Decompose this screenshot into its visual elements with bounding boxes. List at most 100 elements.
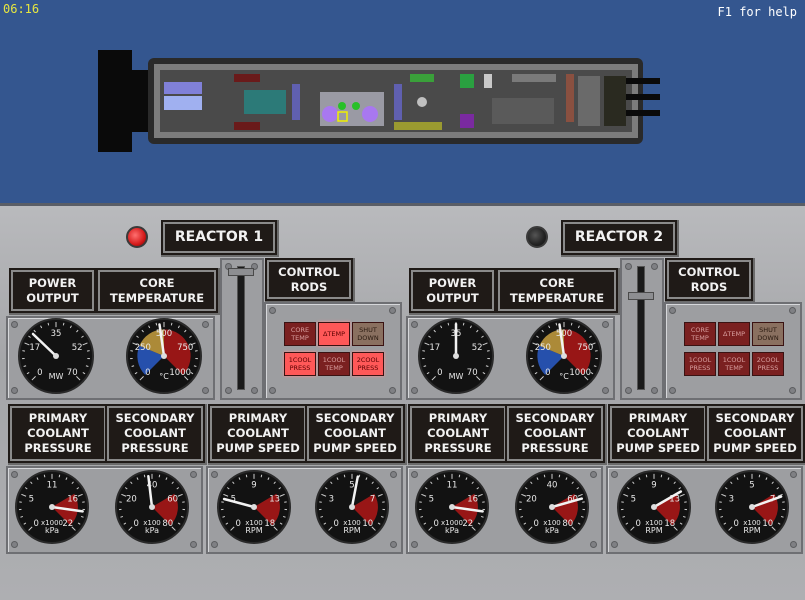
core-temperature-gauge-tick	[184, 329, 187, 333]
rivet	[625, 263, 632, 270]
secondary-coolant-pressure-gauge-tick	[565, 477, 568, 480]
rivet	[11, 541, 18, 548]
primary-coolant-pump-speed-gauge-tick	[245, 474, 248, 478]
rivet	[11, 387, 18, 394]
secondary-coolant-pressure-label-line: PRESSURE	[121, 441, 189, 455]
warning-light: 1COOL PRESS	[684, 352, 716, 376]
secondary-coolant-pressure-gauge-tick-label: 40	[147, 481, 158, 491]
rivet	[590, 541, 597, 548]
warning-light: 2COOL PRESS	[752, 352, 784, 376]
rivet	[389, 387, 396, 394]
power-output-gauge-tick	[424, 342, 430, 346]
secondary-coolant-pump-speed-gauge-tick	[776, 487, 780, 490]
reactor-status-lamp	[526, 226, 548, 248]
primary-coolant-pressure-gauge-tick	[65, 477, 68, 480]
core-temperature-gauge-needle	[158, 323, 166, 358]
primary-coolant-pump-speed-gauge-tick-label: 13	[669, 494, 680, 504]
primary-coolant-pressure-gauge-tick	[28, 526, 33, 531]
power-output-gauge-tick	[447, 322, 450, 326]
primary-coolant-pressure-gauge-tick	[30, 481, 33, 485]
primary-coolant-pump-speed-gauge-tick	[273, 526, 278, 531]
primary-coolant-pump-speed-gauge-tick	[679, 493, 685, 497]
secondary-coolant-pressure-gauge-danger-band	[152, 493, 178, 526]
primary-coolant-pressure-gauge-tick-label: 0	[34, 519, 39, 529]
primary-coolant-pump-speed-gauge-needle	[222, 497, 256, 509]
primary-coolant-pump-speed-gauge-tick	[623, 493, 629, 497]
primary-coolant-pressure-gauge-multiplier: x1000	[441, 519, 463, 527]
secondary-coolant-pump-speed-gauge-tick	[371, 481, 374, 485]
primary-coolant-pump-speed-gauge-tick	[638, 477, 641, 480]
core-temperature-gauge-tick	[532, 342, 538, 346]
primary-coolant-pressure-gauge-tick	[77, 522, 81, 525]
secondary-coolant-pump-speed-gauge-tick	[320, 515, 324, 518]
core-temperature-gauge-cold-band	[537, 345, 564, 375]
warning-light: 1COOL TEMP	[718, 352, 750, 376]
secondary-coolant-pressure-gauge-tick	[536, 477, 539, 480]
secondary-coolant-pump-speed-label-line: PUMP SPEED	[713, 441, 797, 455]
secondary-coolant-pump-speed-gauge-tick	[324, 487, 328, 490]
primary-coolant-pressure-gauge-tick-label: 11	[47, 481, 58, 491]
primary-coolant-pressure-gauge-tick-label: 5	[429, 494, 434, 504]
primary-coolant-pump-speed-gauge-tick	[622, 515, 626, 518]
secondary-coolant-pressure-gauge-tick-label: 80	[162, 519, 173, 529]
primary-coolant-pump-speed-gauge-danger-band	[654, 493, 680, 526]
secondary-coolant-pump-speed-gauge-unit: RPM	[743, 526, 760, 535]
secondary-coolant-pump-speed-label-line: PUMP SPEED	[313, 441, 397, 455]
primary-coolant-pump-speed-gauge-tick-label: 5	[231, 494, 236, 504]
secondary-coolant-pump-speed-gauge-tick	[758, 474, 761, 478]
primary-coolant-pump-speed-gauge-tick	[230, 526, 235, 531]
primary-coolant-pressure-gauge-tick	[428, 526, 433, 531]
rivet	[651, 387, 658, 394]
primary-coolant-pump-speed-gauge-needle	[652, 490, 683, 509]
secondary-coolant-pump-speed-gauge-tick	[377, 522, 381, 525]
secondary-coolant-pump-speed-gauge-multiplier: x100	[743, 519, 761, 527]
power-output-label-line: OUTPUT	[426, 290, 479, 305]
secondary-coolant-pump-speed-gauge-unit: RPM	[343, 526, 360, 535]
core-temperature-gauge-unit: °C	[159, 372, 169, 381]
power-output-gauge-tick	[485, 365, 489, 367]
secondary-coolant-pressure-gauge-tick	[143, 474, 146, 478]
control-rods-label-line: CONTROL	[278, 264, 340, 279]
secondary-coolant-pump-speed-label-line: COOLANT	[324, 426, 386, 440]
primary-coolant-pressure-gauge-tick	[43, 474, 46, 478]
secondary-coolant-pump-speed-gauge-tick	[336, 477, 339, 480]
primary-coolant-pump-speed-gauge-tick	[222, 515, 226, 518]
power-output-label-line: OUTPUT	[26, 290, 79, 305]
primary-coolant-pressure-gauge-tick	[476, 487, 480, 490]
power-output-gauge-tick-label: 52	[472, 343, 483, 353]
power-output-gauge-tick	[431, 376, 436, 381]
warning-light: SHUT DOWN	[752, 322, 784, 346]
control-rods-handle[interactable]	[228, 268, 254, 276]
primary-coolant-pressure-gauge-tick	[58, 474, 61, 478]
core-temperature-gauge-danger-band	[564, 329, 591, 375]
primary-coolant-pressure-gauge-unit: kPa	[445, 526, 459, 535]
primary-coolant-pressure-gauge-tick	[423, 522, 427, 525]
rivet	[269, 307, 276, 314]
primary-coolant-pump-speed-gauge-tick-label: 5	[631, 494, 636, 504]
secondary-coolant-pressure-gauge-tick	[543, 474, 546, 478]
rivet	[669, 387, 676, 394]
rivet	[202, 387, 209, 394]
secondary-coolant-pump-speed-gauge-tick-label: 3	[329, 494, 334, 504]
secondary-coolant-pressure-gauge-tick	[577, 493, 583, 497]
secondary-coolant-pump-speed-gauge-hub	[749, 504, 755, 510]
control-rods-handle[interactable]	[628, 292, 654, 300]
secondary-coolant-pump-speed-gauge-tick	[730, 481, 733, 485]
secondary-coolant-pressure-gauge-tick	[177, 493, 183, 497]
core-temperature-gauge-tick	[136, 335, 139, 338]
core-temperature-gauge-needle	[558, 323, 566, 358]
secondary-coolant-pump-speed-gauge-tick	[728, 526, 733, 531]
primary-coolant-pump-speed-gauge-danger-band	[254, 493, 280, 526]
power-output-gauge-tick	[482, 342, 488, 346]
rivet	[602, 321, 609, 328]
power-output-gauge-tick-label: 17	[29, 343, 40, 353]
